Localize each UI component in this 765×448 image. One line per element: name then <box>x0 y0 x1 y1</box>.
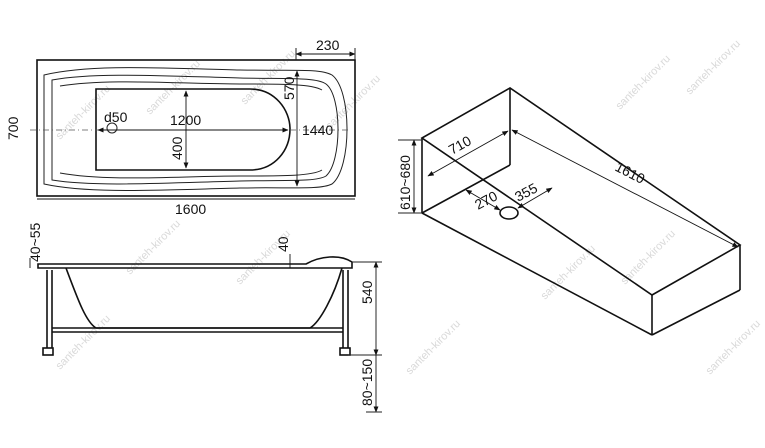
foot-right <box>339 347 351 356</box>
iso-view: 610~680 710 1610 270 355 <box>397 87 742 336</box>
rim-label: 40~55 <box>27 222 43 262</box>
width-label: 1600 <box>175 201 206 217</box>
watermark: santeh-kirov.ru <box>54 313 113 372</box>
drain-label: d50 <box>104 109 128 125</box>
iso-length-label: 1610 <box>613 158 648 186</box>
depth-label: 700 <box>5 116 21 140</box>
height-label: 540 <box>359 280 375 304</box>
head-depth-label: 570 <box>281 76 297 100</box>
iso-drain-x-label: 270 <box>472 187 500 212</box>
iso-drain-hole <box>499 206 519 220</box>
rim-contour-bottom <box>59 169 323 179</box>
iso-drain-y-dimension <box>517 187 553 209</box>
iso-drain-x-dimension <box>465 189 501 211</box>
bowl-width-label: 400 <box>169 136 185 160</box>
watermark: santeh-kirov.ru <box>144 58 203 117</box>
rim-profile <box>37 256 353 269</box>
rim-outline <box>43 67 348 191</box>
iso-width-label: 710 <box>446 132 474 157</box>
iso-length-dimension <box>511 129 739 248</box>
inner-length-label: 1440 <box>302 122 333 138</box>
iso-drain-y-label: 355 <box>512 179 540 204</box>
iso-height-label: 610~680 <box>397 155 413 210</box>
iso-width-dimension <box>427 130 509 177</box>
rim-contour-top <box>59 81 323 91</box>
watermark: santeh-kirov.ru <box>704 318 763 377</box>
side-view: 40~55 40 540 80~150 <box>27 222 382 413</box>
watermark: santeh-kirov.ru <box>684 38 743 97</box>
iso-bottom-right <box>651 289 741 336</box>
watermark: santeh-kirov.ru <box>614 53 673 112</box>
legs-label: 80~150 <box>359 359 375 406</box>
foot-left <box>42 347 54 356</box>
iso-bottom-front <box>421 212 653 336</box>
rim-inner-outline <box>51 74 339 185</box>
top-view: d50 1200 400 570 1440 700 1600 230 <box>5 37 356 217</box>
watermark: santeh-kirov.ru <box>404 318 463 377</box>
bowl-outline <box>95 88 291 171</box>
head-offset-label: 230 <box>316 37 340 53</box>
rim-step-label: 40 <box>275 236 291 252</box>
